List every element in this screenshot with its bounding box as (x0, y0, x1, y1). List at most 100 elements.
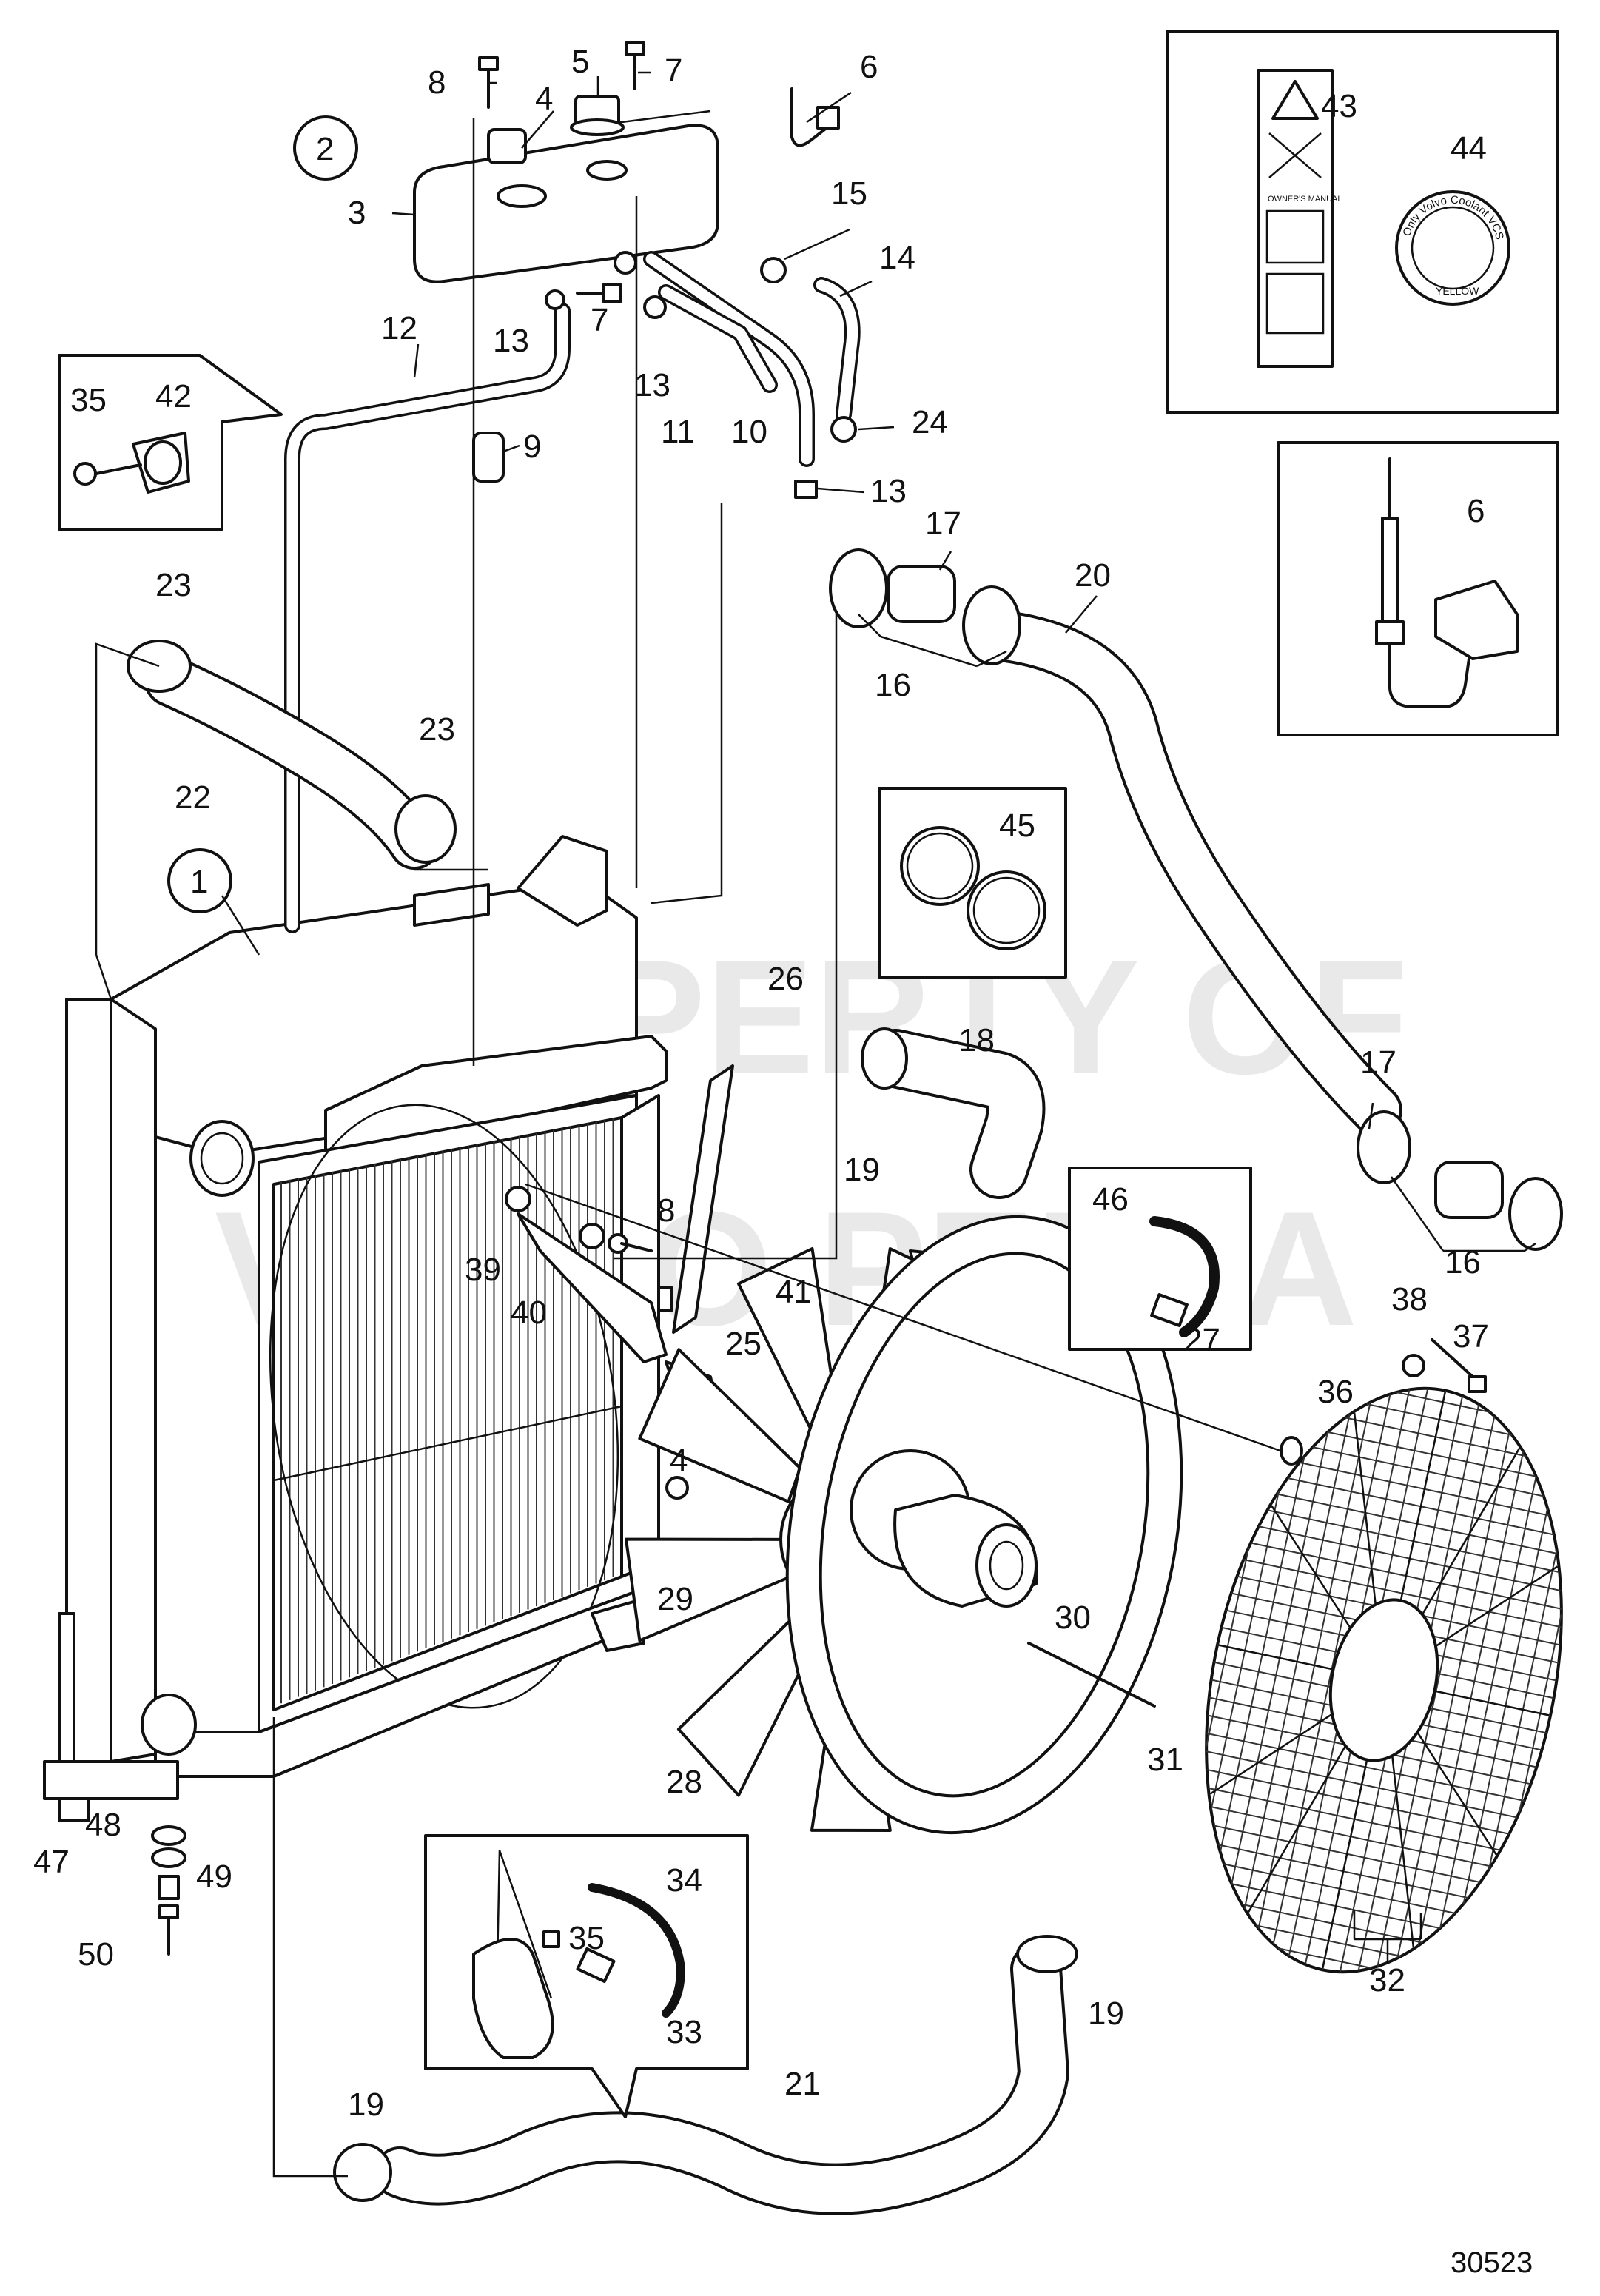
label-20: 20 (1075, 557, 1111, 594)
clamp-23-lower (394, 794, 457, 864)
label-35-top: 35 (70, 382, 107, 418)
label-35-bottom: 35 (568, 1920, 605, 1956)
screw-7-mid (576, 283, 622, 303)
label-14: 14 (879, 240, 915, 276)
clamp-13c (545, 289, 565, 310)
part-labels: 5 6 8 7 4 3 15 14 12 13 7 13 11 10 24 9 … (33, 44, 1533, 2279)
label-40: 40 (511, 1295, 547, 1331)
label-23-top: 23 (155, 567, 192, 603)
label-32: 32 (1369, 1962, 1405, 1998)
decal-manual-text: OWNER'S MANUAL (1268, 195, 1342, 204)
label-10: 10 (731, 414, 767, 450)
clamp-13 (614, 251, 637, 275)
warning-decal: OWNER'S MANUAL (1257, 69, 1342, 368)
circled-ref-2-text: 2 (316, 131, 334, 167)
screw-7-top (625, 41, 645, 90)
screw-37 (1431, 1338, 1487, 1393)
stud-31 (1027, 1642, 1156, 1708)
fan-blade (625, 1537, 790, 1642)
label-26: 26 (767, 961, 804, 997)
label-23-mid: 23 (419, 711, 455, 748)
label-21: 21 (784, 2066, 821, 2102)
label-33: 33 (666, 2014, 702, 2050)
label-16-bottom: 16 (1445, 1244, 1481, 1280)
inset-decals: OWNER'S MANUAL Only Volvo Coolant VCS YE… (1166, 30, 1559, 414)
label-37: 37 (1453, 1318, 1489, 1355)
screw-8-top (478, 56, 499, 109)
leader-32 (1353, 1910, 1422, 1961)
mounting-hardware (58, 1612, 186, 1956)
inset-orings-45 (878, 787, 1067, 979)
label-19-mid: 19 (844, 1152, 880, 1188)
label-6-top: 6 (860, 49, 878, 85)
label-22: 22 (175, 779, 211, 816)
circled-ref-1: 1 (167, 848, 260, 956)
clamp-19-left (333, 2143, 392, 2202)
label-8-mid: 8 (657, 1192, 675, 1229)
washer-40-a (579, 1223, 605, 1249)
circled-ref-1-text: 1 (190, 864, 208, 900)
level-sensor-small (790, 87, 840, 147)
label-41: 41 (776, 1274, 812, 1310)
label-19-right: 19 (1088, 1995, 1124, 2032)
label-24: 24 (912, 404, 948, 440)
label-19-left: 19 (348, 2087, 384, 2123)
label-39: 39 (465, 1252, 501, 1288)
filler-cap (487, 128, 527, 164)
label-3: 3 (348, 195, 366, 231)
label-12: 12 (381, 310, 417, 346)
label-leaders (391, 71, 1536, 1252)
label-45: 45 (999, 808, 1035, 844)
label-13-c: 13 (870, 473, 907, 509)
drawing-number: 30523 (1451, 2246, 1533, 2279)
label-9: 9 (523, 429, 541, 465)
label-4-top: 4 (535, 81, 553, 117)
fan-guard-32 (1205, 1386, 1563, 1974)
inset-bracket-42 (58, 354, 283, 531)
label-49: 49 (196, 1859, 232, 1895)
bolt-47 (58, 1612, 75, 1763)
screw-41 (657, 1286, 673, 1312)
label-18: 18 (958, 1022, 995, 1058)
bracket-40 (517, 1212, 668, 1363)
brace-26 (672, 1064, 734, 1334)
label-47: 47 (33, 1844, 70, 1880)
label-42: 42 (155, 378, 192, 414)
clamp-16-lower-a (1357, 1110, 1411, 1184)
coolant-cap-decal: Only Volvo Coolant VCS YELLOW (1395, 190, 1510, 306)
label-16-top: 16 (875, 667, 911, 703)
connector-17-upper (887, 565, 956, 623)
label-38: 38 (1391, 1281, 1428, 1317)
clamp-19-right (1016, 1935, 1078, 1973)
label-13-b: 13 (634, 367, 670, 403)
label-50: 50 (78, 1936, 114, 1973)
radiator-assembly (43, 835, 668, 1822)
clamp-24 (830, 416, 857, 443)
hose-9 (472, 432, 505, 483)
label-28: 28 (666, 1764, 702, 1800)
label-34: 34 (666, 1862, 702, 1899)
inset-clip-33 (424, 1834, 749, 2118)
clamp-15 (760, 257, 787, 283)
fan-blade (638, 1348, 802, 1503)
fan-hub-30 (893, 1494, 1038, 1608)
label-4-mid: 4 (670, 1443, 688, 1479)
label-30: 30 (1055, 1600, 1091, 1636)
label-5: 5 (571, 44, 589, 80)
label-17-top: 17 (925, 506, 961, 542)
label-43: 43 (1321, 88, 1357, 124)
circled-ref-2: 2 (293, 115, 358, 181)
label-46: 46 (1092, 1181, 1129, 1218)
expansion-tank (413, 110, 719, 283)
label-48: 48 (85, 1807, 121, 1843)
clamp-16-lower-b (1508, 1177, 1563, 1251)
label-13-a: 13 (493, 323, 529, 359)
nut-29 (665, 1476, 689, 1500)
label-27: 27 (1184, 1322, 1220, 1358)
connector-17-lower (1434, 1161, 1504, 1219)
label-36: 36 (1317, 1374, 1354, 1410)
label-25: 25 (725, 1326, 762, 1362)
washer-38 (1402, 1354, 1425, 1377)
